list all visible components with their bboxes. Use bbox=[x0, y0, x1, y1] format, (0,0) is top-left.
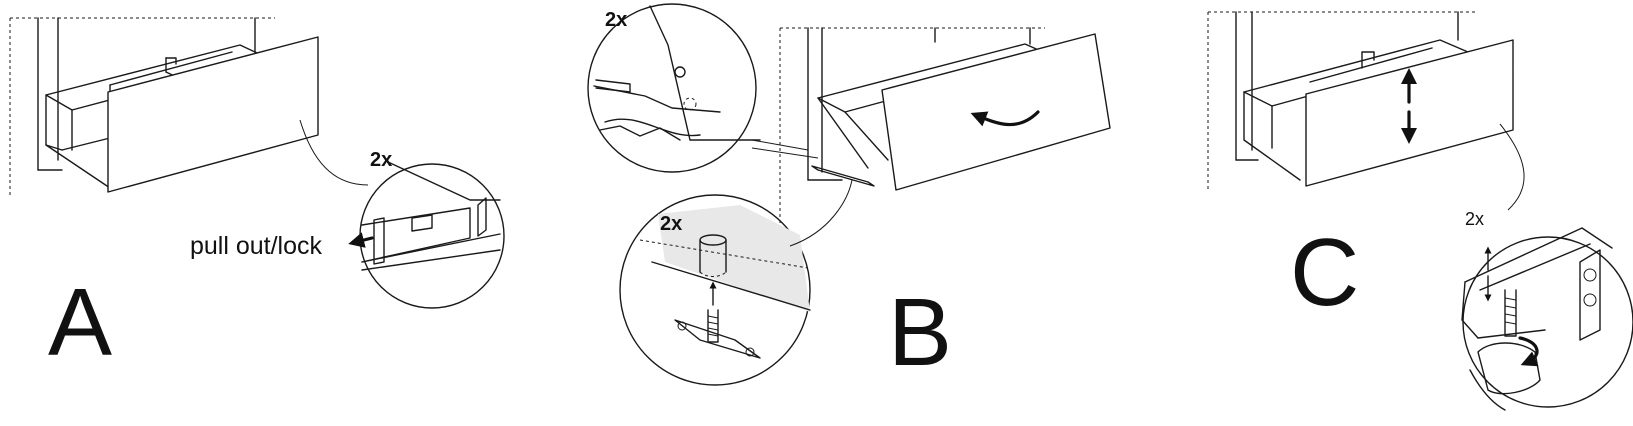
step-a-drawer bbox=[45, 36, 319, 193]
step-a-callout-leader bbox=[299, 119, 369, 186]
step-c-panel: 2x C bbox=[1207, 11, 1633, 411]
step-b-bottom-detail-circle bbox=[619, 194, 811, 386]
step-b-top-detail-circle bbox=[587, 3, 761, 173]
step-c-letter: C bbox=[1290, 219, 1359, 326]
step-b-top-leader bbox=[751, 147, 819, 159]
step-c-callout-leader bbox=[1499, 123, 1525, 211]
step-b-drawer bbox=[811, 33, 1111, 191]
step-b-letter: B bbox=[888, 279, 952, 386]
step-b-bottom-quantity-label: 2x bbox=[660, 213, 682, 235]
step-b-bottom-leader bbox=[789, 179, 853, 247]
step-a-instruction-label: pull out/lock bbox=[190, 232, 323, 260]
step-b-tilt-arrow bbox=[970, 110, 1040, 127]
step-c-cabinet bbox=[1207, 11, 1475, 190]
step-a-panel: 2x pull out/lock A bbox=[9, 17, 505, 376]
step-c-drawer bbox=[1243, 39, 1514, 187]
step-c-quantity-label: 2x bbox=[1465, 209, 1484, 229]
step-a-letter: A bbox=[48, 269, 112, 376]
step-a-detail-circle bbox=[359, 161, 505, 309]
step-a-pull-arrow bbox=[348, 232, 374, 248]
step-a-quantity-label: 2x bbox=[370, 149, 392, 171]
step-b-top-leader-2 bbox=[751, 139, 809, 151]
step-c-detail-circle bbox=[1461, 227, 1633, 411]
step-b-top-quantity-label: 2x bbox=[605, 9, 627, 31]
step-b-panel: 2x 2x B bbox=[587, 3, 1111, 386]
